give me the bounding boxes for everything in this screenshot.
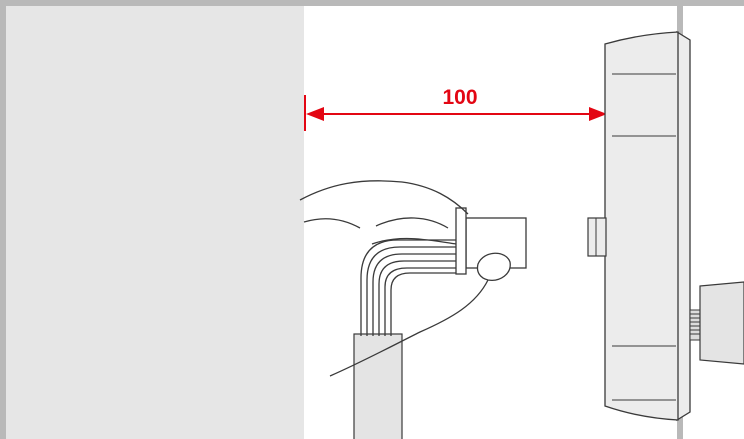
device-rear-lip	[676, 30, 691, 422]
wall-panel	[6, 6, 304, 439]
cable-sheath	[353, 333, 403, 439]
dimension-indicator: 100	[304, 86, 609, 131]
hand-knuckle	[303, 217, 361, 229]
cable	[353, 239, 458, 439]
cable-wire	[390, 272, 458, 336]
hand-palm	[329, 279, 489, 377]
threaded-sleeve	[689, 281, 744, 365]
cable-wire	[378, 260, 458, 336]
cable-wire	[366, 246, 458, 336]
cable-wire	[384, 267, 458, 336]
device-socket-nub	[587, 217, 607, 257]
hand-outline	[299, 180, 469, 215]
dimension-arrowhead-right	[589, 107, 607, 121]
wall-device	[587, 30, 691, 422]
cable-wire	[360, 239, 458, 336]
sleeve-body	[699, 281, 744, 365]
hand-finger	[371, 237, 457, 245]
top-frame-bar	[0, 0, 744, 6]
connector-flange	[455, 207, 467, 275]
hand	[299, 180, 511, 377]
cable-wire	[372, 253, 458, 336]
hand-fingertip	[476, 252, 511, 281]
device-body	[604, 31, 679, 421]
hand-thumb	[375, 217, 449, 229]
left-frame-edge	[0, 0, 6, 439]
dimension-label: 100	[442, 86, 477, 109]
dimension-arrowhead-left	[306, 107, 324, 121]
